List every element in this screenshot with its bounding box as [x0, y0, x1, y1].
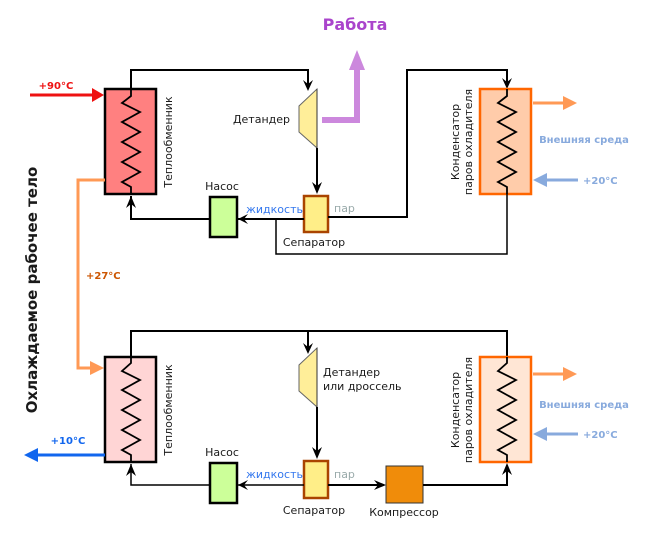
pipe-pump-to-hx	[130, 196, 210, 220]
env-temp-top: +20°C	[583, 176, 618, 187]
arrow-down-icon	[502, 78, 512, 89]
vapor-label-top: пар	[334, 202, 355, 215]
pipe-vapor-to-condenser	[328, 69, 508, 218]
arrow-down-icon	[303, 343, 313, 354]
liquid-label-top: жидкость	[246, 203, 303, 216]
pump-top-label: Насос	[205, 180, 239, 193]
arrow-up-icon	[126, 196, 136, 208]
arrow-up-icon	[126, 464, 136, 476]
arrow-down-icon	[303, 80, 313, 91]
condenser-bottom-label-2: паров охладителя	[462, 357, 475, 463]
pipe-hx-to-expander	[130, 69, 309, 89]
work-arrow-line	[322, 70, 360, 123]
intermediate-arrow-icon	[90, 361, 104, 375]
cold-outlet-arrow-icon	[24, 448, 38, 462]
pipe-top-loop	[130, 330, 508, 357]
condenser-top-label-2: паров охладителя	[462, 89, 475, 195]
pipe-pump-to-hx-bottom	[130, 464, 210, 486]
pipe-condenser-return	[275, 194, 508, 255]
liquid-label-bottom: жидкость	[246, 468, 303, 481]
work-title: Работа	[323, 15, 388, 34]
arrow-left-icon	[238, 480, 248, 490]
work-arrow-icon	[349, 50, 365, 70]
arrow-right-icon	[374, 480, 386, 490]
pump-bottom-label: Насос	[205, 446, 239, 459]
pump-top	[208, 195, 239, 239]
inlet-temp: +90°C	[39, 81, 74, 92]
env-out-arrow-icon	[563, 96, 577, 110]
expander-top-label: Детандер	[233, 113, 290, 126]
condenser-bottom-label-1: Конденсатор	[449, 372, 462, 448]
coil-icon	[120, 357, 142, 462]
env-in-arrow-icon	[533, 173, 547, 187]
separator-top	[302, 194, 330, 234]
heat-exchanger-bottom-label: Теплообменник	[162, 364, 175, 457]
expander-bottom-label-2: или дроссель	[323, 380, 402, 393]
cooled-fluid-label: Охлаждаемое рабочее тело	[23, 167, 41, 414]
separator-bottom-label: Сепаратор	[283, 504, 345, 517]
bottom-cycle: Теплообменник +10°C Детандер или дроссел…	[24, 330, 629, 519]
arrow-up-icon	[502, 463, 512, 475]
expander-bottom	[298, 346, 318, 409]
intermediate-temp: +27°C	[86, 271, 121, 282]
condenser-top-label-1: Конденсатор	[449, 104, 462, 180]
arrow-down-icon	[312, 182, 322, 194]
expander-top	[298, 87, 318, 150]
arrow-down-icon	[312, 447, 322, 459]
pipe-compressor-to-condenser	[423, 466, 508, 486]
top-cycle: +90°C Теплообменник Детандер Сепаратор ж…	[30, 50, 629, 255]
expander-bottom-label-1: Детандер	[323, 366, 380, 379]
env-temp-bottom: +20°C	[583, 430, 618, 441]
arrow-left-icon	[238, 214, 248, 224]
compressor-label: Компрессор	[369, 506, 439, 519]
separator-top-label: Сепаратор	[283, 236, 345, 249]
pump-bottom	[208, 461, 239, 505]
env-in-arrow-icon	[533, 427, 547, 441]
env-out-arrow-icon	[563, 367, 577, 381]
heat-exchanger-top-label: Теплообменник	[162, 96, 175, 189]
outlet-temp: +10°C	[51, 436, 86, 447]
coil-icon	[120, 89, 142, 194]
separator-bottom	[302, 459, 330, 500]
environment-label-top: Внешняя среда	[539, 135, 629, 146]
hot-inlet-arrow-icon	[92, 88, 104, 102]
intermediate-flow: +27°C	[76, 178, 121, 375]
coil-icon	[496, 89, 518, 194]
environment-label-bottom: Внешняя среда	[539, 400, 629, 411]
vapor-label-bottom: пар	[334, 468, 355, 481]
coil-icon	[496, 357, 518, 462]
intermediate-line	[76, 178, 105, 370]
compressor	[385, 465, 424, 504]
